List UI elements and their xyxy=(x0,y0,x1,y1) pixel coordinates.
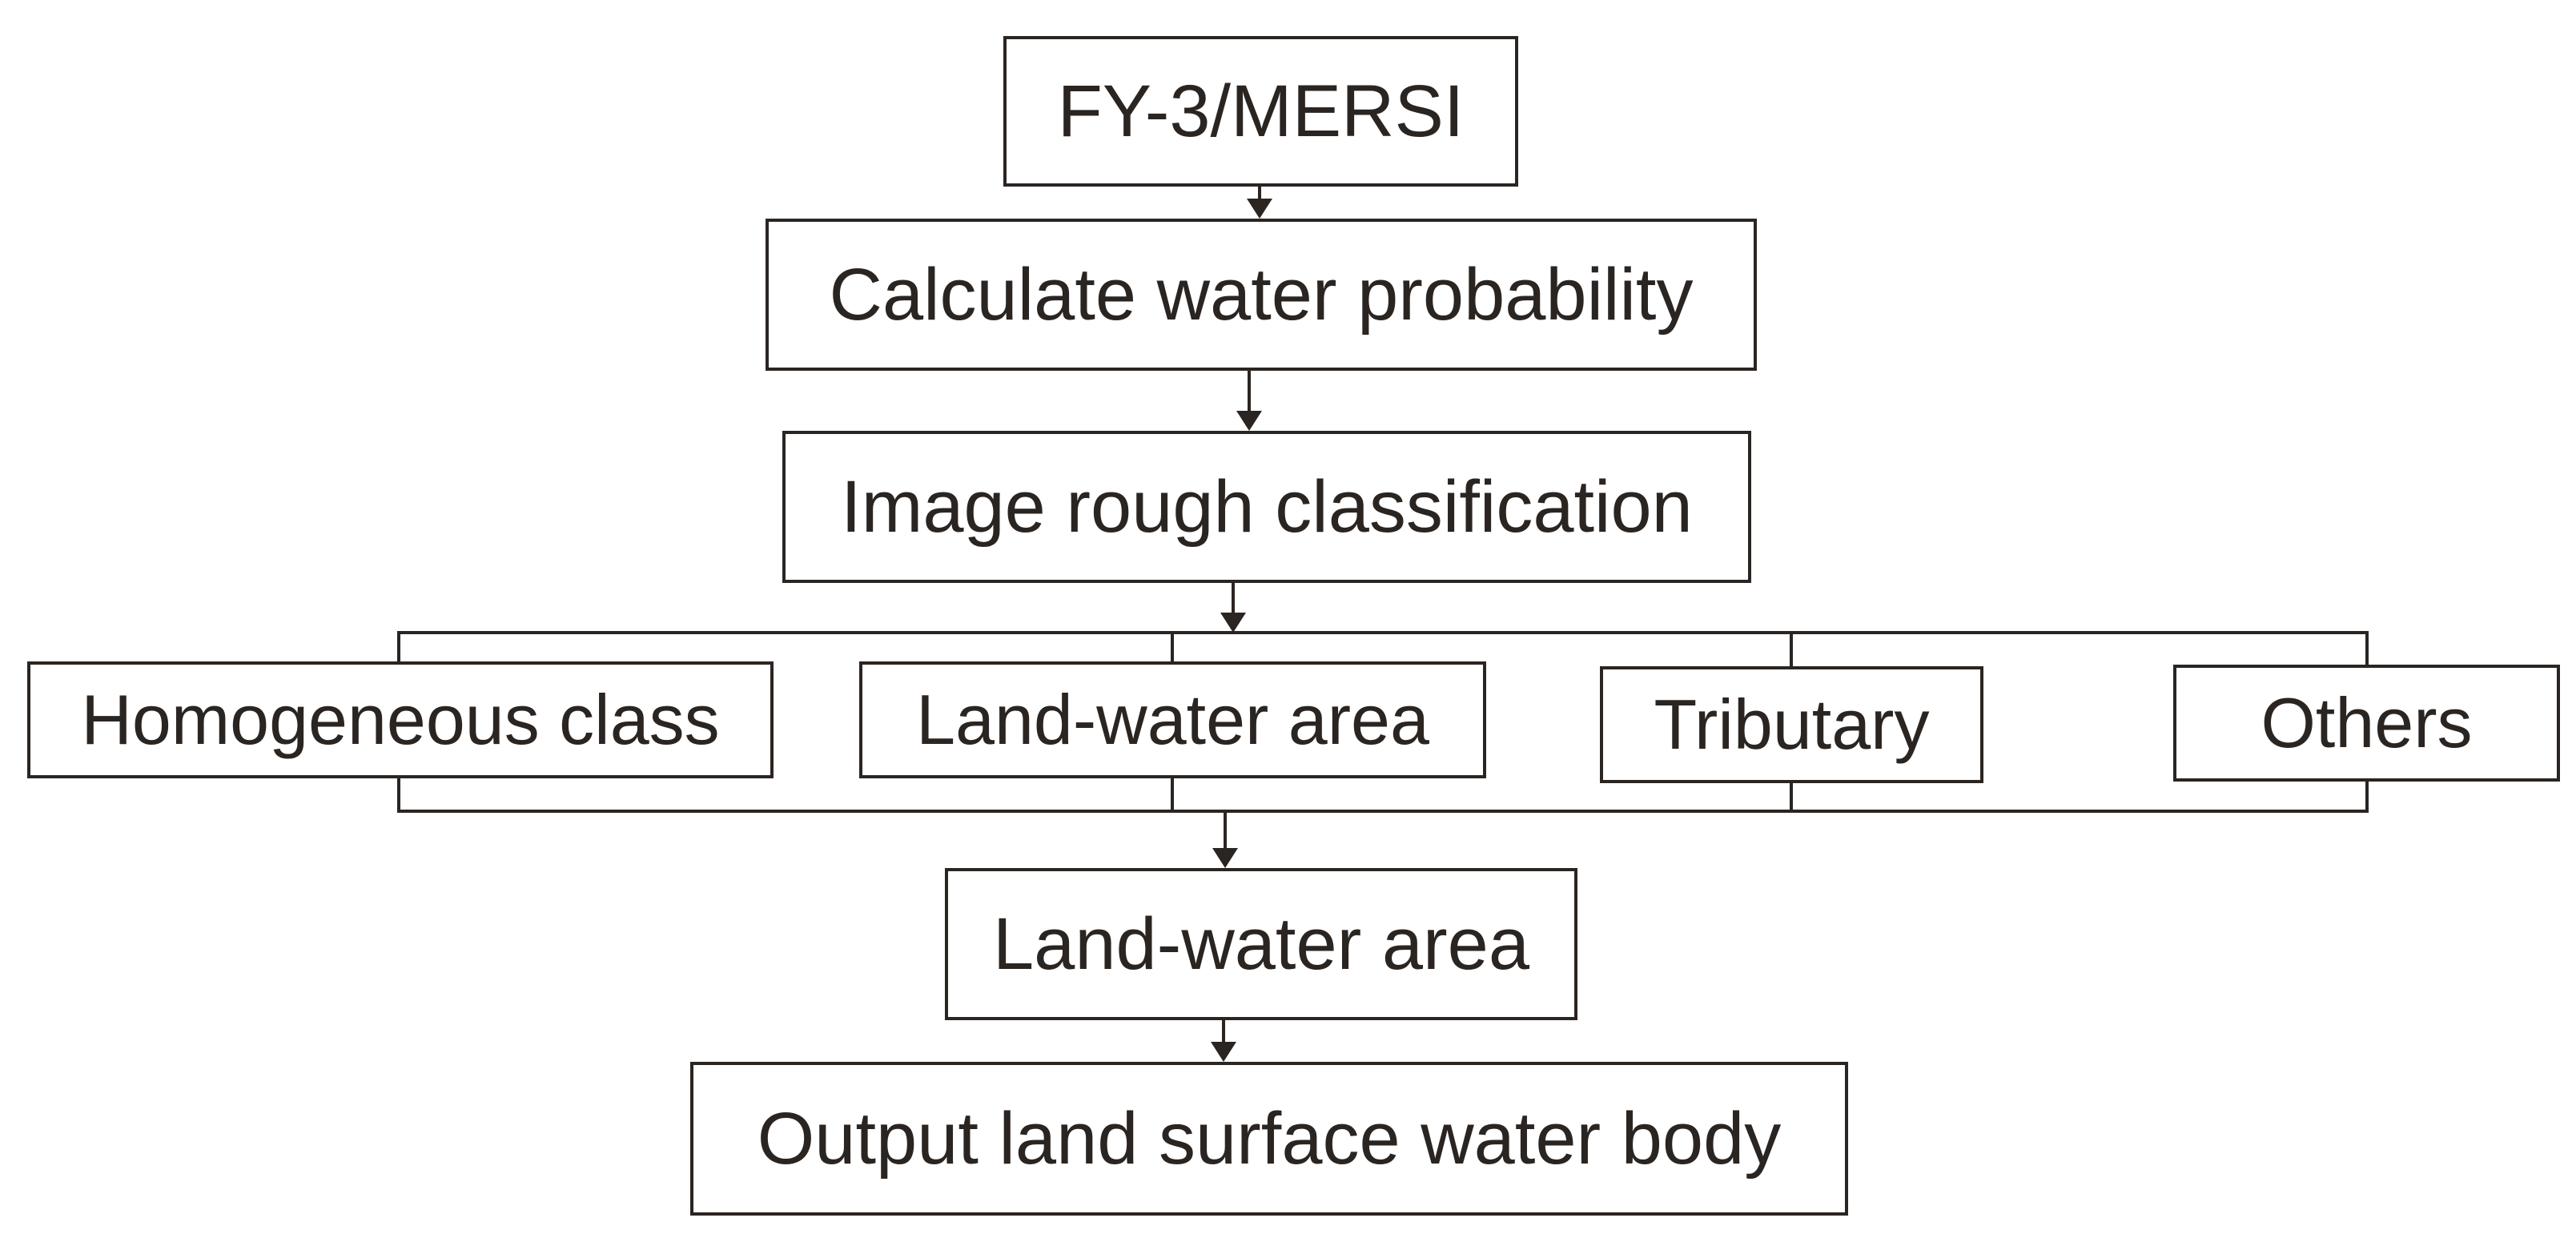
node-label: Land-water area xyxy=(916,680,1429,759)
node-label: Homogeneous class xyxy=(81,680,720,759)
node-land-water-area-class: Land-water area xyxy=(859,661,1486,778)
node-fy3-mersi: FY-3/MERSI xyxy=(1003,36,1518,187)
node-label: Others xyxy=(2261,683,2473,762)
arrowhead-output xyxy=(1211,1042,1236,1062)
arrowhead-split xyxy=(1220,613,1246,633)
node-label: Land-water area xyxy=(993,903,1529,985)
node-output-land-surface-water-body: Output land surface water body xyxy=(690,1062,1848,1216)
arrowhead-calc xyxy=(1247,199,1272,219)
node-label: Calculate water probability xyxy=(829,254,1694,336)
node-others: Others xyxy=(2173,665,2560,782)
node-label: Output land surface water body xyxy=(757,1098,1782,1180)
node-tributary: Tributary xyxy=(1600,666,1983,783)
node-land-water-area-result: Land-water area xyxy=(945,868,1577,1020)
arrowhead-land-water xyxy=(1212,848,1238,868)
node-calculate-water-probability: Calculate water probability xyxy=(766,219,1757,371)
node-image-rough-classification: Image rough classification xyxy=(782,431,1751,583)
arrowhead-rough xyxy=(1236,411,1262,431)
node-homogeneous-class: Homogeneous class xyxy=(27,661,774,778)
node-label: FY-3/MERSI xyxy=(1057,70,1465,152)
node-label: Image rough classification xyxy=(841,466,1693,548)
node-label: Tributary xyxy=(1654,685,1930,764)
